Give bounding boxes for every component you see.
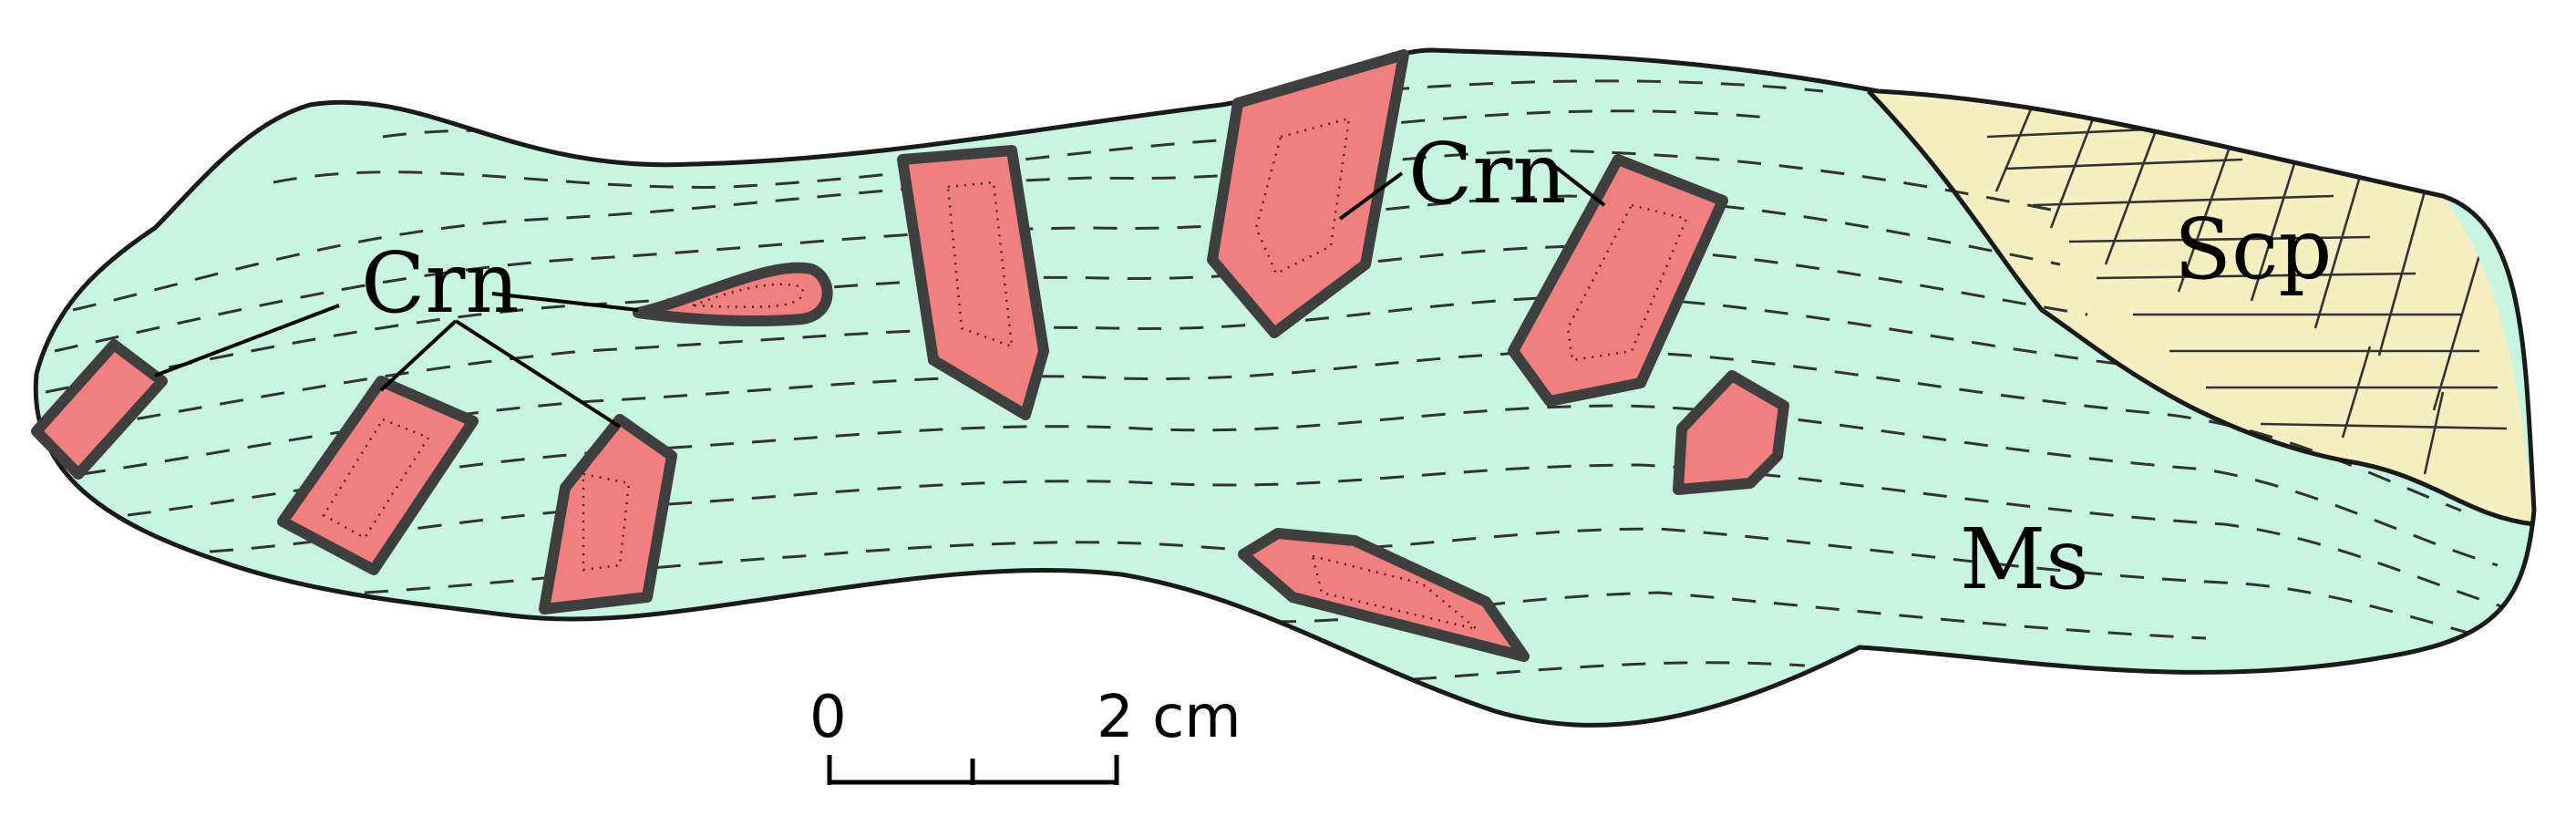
corundum-crystal [1508,154,1728,407]
muscovite-matrix [36,50,2535,726]
scapolite-region [1869,91,2534,524]
scale-label-end: 2 cm [1097,684,1242,751]
corundum-crystal [633,262,833,327]
corundum-crystal [539,414,677,615]
corundum-core [582,472,631,572]
label-ms: Ms [1960,511,2088,608]
corundum-crystal [31,339,168,480]
corundum-core [1311,554,1478,631]
scale-bar: 0 2 cm [809,684,1242,785]
corundum-crystal [1207,49,1409,338]
label-scp: Scp [2174,201,2332,298]
leader-lines [154,160,1606,429]
corundum-core [1254,117,1351,275]
corundum-crystal [897,145,1049,420]
corundum-crystal [1673,370,1789,495]
corundum-crystal [1238,528,1530,662]
corundum-crystals [31,49,1789,662]
scale-label-zero: 0 [809,684,847,751]
corundum-crystal [277,376,479,575]
label-crn-upper: Crn [1408,125,1567,222]
scapolite-boundary [1867,89,2535,527]
specimen-outline [33,47,2537,728]
label-crn-left: Crn [361,234,520,332]
